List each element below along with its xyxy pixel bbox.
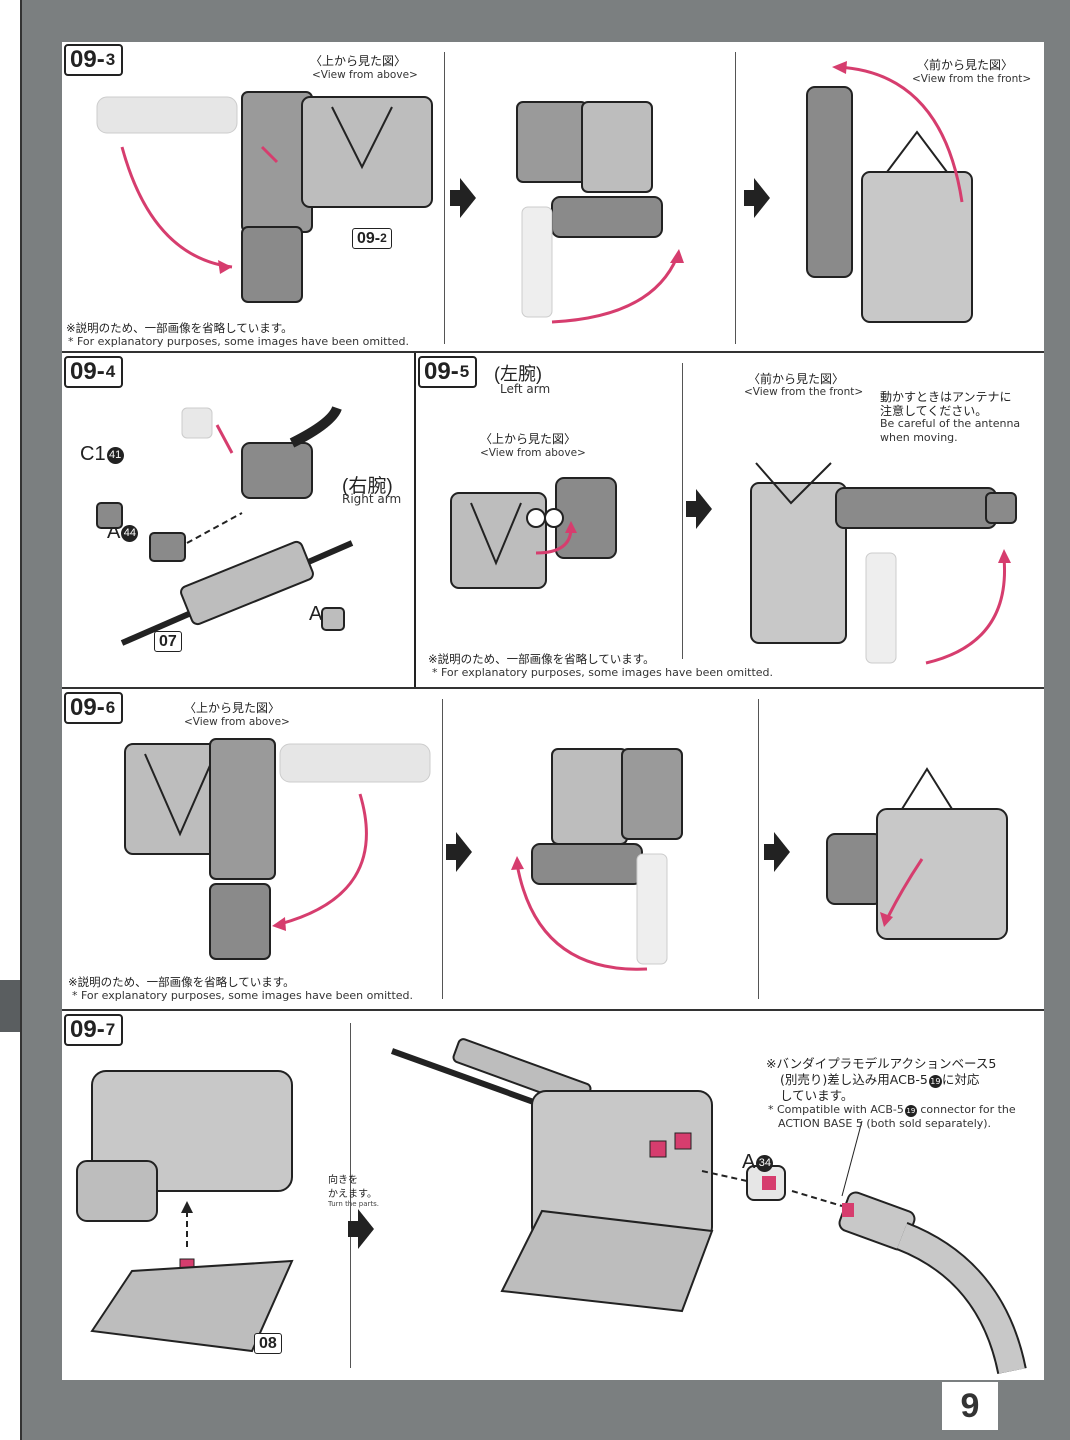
next-arrow (450, 178, 476, 218)
step-sub-number: 3 (105, 50, 116, 69)
omit-note-jp: ※説明のため、一部画像を省略しています。 (66, 321, 293, 335)
step-09-3-illustration-b (516, 101, 684, 324)
step-09-6-illustration-a (124, 738, 431, 960)
omit-note-en: * For explanatory purposes, some images … (72, 989, 414, 1002)
antenna-caution-jp-2: 注意してください。 (880, 404, 988, 418)
step-09-6-panel: 09-6 〈上から見た図〉 <View from above> ※説明のため、一… (62, 689, 1044, 1009)
next-arrow (686, 489, 712, 529)
view-above-caption-en: <View from above> (480, 447, 586, 459)
step-09-6-illustration-b (511, 748, 683, 971)
omit-note-jp: ※説明のため、一部画像を省略しています。 (68, 975, 295, 989)
step-09-7-illustration-b (390, 1038, 1027, 1375)
compat-note-jp-3: しています。 (780, 1088, 854, 1103)
step-09-3-illustration-a (96, 91, 433, 303)
step-09-3-panel: 09-3 〈上から見た図〉 <View from above> 09-2 ※説明… (62, 42, 1044, 352)
next-arrow (744, 178, 770, 218)
left-arm-label-jp: (左腕) (494, 364, 542, 384)
antenna-caution-en-1: Be careful of the antenna (880, 417, 1021, 430)
next-arrow (764, 832, 790, 872)
compat-note-jp-1: ※バンダイプラモデルアクションベース5 (766, 1056, 997, 1071)
antenna-caution-jp-1: 動かすときはアンテナに (880, 390, 1012, 404)
view-above-caption-en: <View from above> (312, 69, 418, 81)
step-09-3-label: 09-3 (64, 44, 124, 76)
step-09-7-label: 09-7 (64, 1014, 124, 1046)
omit-note-en: * For explanatory purposes, some images … (432, 666, 774, 679)
view-front-caption-jp: 〈前から見た図〉 (748, 372, 845, 386)
antenna-caution-en-2: when moving. (880, 431, 958, 444)
step-09-4-label: 09-4 (64, 356, 124, 388)
step-09-6-label: 09-6 (64, 692, 124, 724)
page-number: 9 (942, 1382, 998, 1430)
step-09-5-illustration-b (750, 462, 1017, 665)
step-09-5-label: 09-5 (418, 356, 478, 388)
right-arm-label-jp: (右腕) (342, 476, 393, 497)
turn-parts-en: Turn the parts. (328, 1200, 380, 1208)
view-above-caption-jp: 〈上から見た図〉 (184, 701, 281, 715)
instruction-page: 09-3 〈上から見た図〉 <View from above> 09-2 ※説明… (62, 42, 1044, 1380)
view-front-caption-en: <View from the front> (912, 73, 1032, 85)
next-arrow (446, 832, 472, 872)
step-09-7-illustration-a (76, 1070, 294, 1353)
view-above-caption-jp: 〈上から見た図〉 (310, 54, 407, 68)
step-number: 09 (70, 46, 97, 73)
right-arm-label-en: Right arm (342, 492, 402, 506)
next-arrow (348, 1209, 374, 1249)
turn-parts-jp-1: 向きを (328, 1175, 358, 1186)
view-above-caption-jp: 〈上から見た図〉 (480, 432, 577, 446)
omit-note-en: * For explanatory purposes, some images … (68, 335, 410, 348)
step-09-4-illustration (96, 405, 354, 646)
step-09-5-panel: 09-5 (左腕) Left arm 〈上から見た図〉 <View from a… (416, 353, 1044, 687)
step-09-6-illustration-c (826, 767, 1008, 940)
step-09-3-illustration-c (806, 61, 973, 323)
view-front-caption-jp: 〈前から見た図〉 (917, 58, 1014, 72)
omit-note-jp: ※説明のため、一部画像を省略しています。 (428, 652, 655, 666)
ref-tag-07: 07 (154, 631, 182, 652)
ref-tag-09-2: 09-2 (352, 228, 392, 249)
left-arm-label-en: Left arm (500, 382, 551, 396)
step-09-5-illustration-a (450, 477, 617, 589)
left-page-tab (0, 980, 20, 1032)
ref-tag-08: 08 (254, 1333, 282, 1354)
view-front-caption-en: <View from the front> (744, 386, 864, 398)
view-above-caption-en: <View from above> (184, 716, 290, 728)
left-page-edge (0, 0, 22, 1440)
turn-parts-jp-2: かえます。 (328, 1189, 377, 1200)
step-09-7-panel: 09-7 08 向きを かえます。 Turn the parts. (62, 1011, 1044, 1380)
compat-note-en-2: ACTION BASE 5 (both sold separately). (778, 1117, 992, 1130)
